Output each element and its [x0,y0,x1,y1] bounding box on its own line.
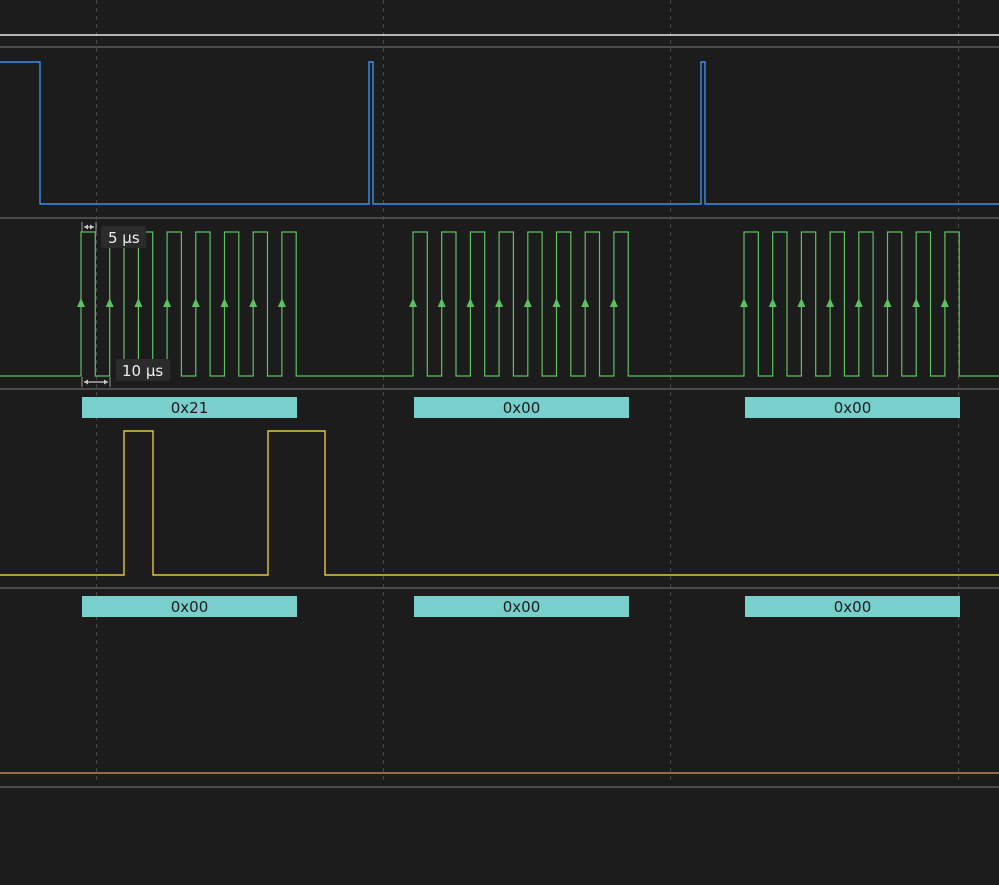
rising-edge-arrow-icon [495,298,504,307]
rising-edge-arrow-icon [249,298,258,307]
decoder-frame-box [82,397,297,418]
rising-edge-arrow-icon [609,298,618,307]
rising-edge-arrow-icon [466,298,475,307]
decoder-frame-label: 0x00 [834,399,872,417]
measure-label-box [116,359,170,381]
rising-edge-arrow-icon [437,298,446,307]
decoder-frame-box [414,596,629,617]
clock-edge-markers [77,298,949,307]
rising-edge-arrow-icon [581,298,590,307]
decoder-frame-label: 0x00 [834,598,872,616]
rising-edge-arrow-icon [105,298,114,307]
pulse-width-label: 5 µs [108,229,140,247]
period-measurement[interactable]: 10 µs [81,359,170,387]
decoder-frame[interactable]: 0x00 [82,596,297,617]
decoder-row-2: 0x00 0x00 0x00 [82,596,960,617]
decoder-frame-label: 0x00 [171,598,209,616]
time-grid [96,0,959,780]
decoder-frame-box [82,596,297,617]
period-label: 10 µs [122,362,163,380]
rising-edge-arrow-icon [134,298,143,307]
rising-edge-arrow-icon [220,298,229,307]
rising-edge-arrow-icon [768,298,777,307]
channel-2-clock-trace[interactable] [0,231,999,377]
decoder-frame[interactable]: 0x00 [414,397,629,418]
decoder-frame[interactable]: 0x00 [414,596,629,617]
rising-edge-arrow-icon [940,298,949,307]
channel-1-trace[interactable] [0,61,999,205]
rising-edge-arrow-icon [797,298,806,307]
rising-edge-arrow-icon [191,298,200,307]
decoder-frame[interactable]: 0x00 [745,596,960,617]
channel-separators [0,46,999,788]
rising-edge-arrow-icon [552,298,561,307]
rising-edge-arrow-icon [883,298,892,307]
decoder-row-1: 0x21 0x00 0x00 [82,397,960,418]
decoder-frame-box [745,596,960,617]
rising-edge-arrow-icon [277,298,286,307]
rising-edge-arrow-icon [409,298,417,307]
measure-label-box [101,226,146,248]
decoder-frame-label: 0x00 [503,399,541,417]
rising-edge-arrow-icon [523,298,532,307]
rising-edge-arrow-icon [826,298,835,307]
rising-edge-arrow-icon [163,298,172,307]
decoder-frame[interactable]: 0x00 [745,397,960,418]
decoder-frame[interactable]: 0x21 [82,397,297,418]
rising-edge-arrow-icon [740,298,748,307]
decoder-frame-label: 0x00 [503,598,541,616]
channel-3-trace[interactable] [0,430,999,576]
decoder-frame-box [745,397,960,418]
rising-edge-arrow-icon [854,298,863,307]
pulse-width-measurement[interactable]: 5 µs [81,222,146,248]
double-arrow-icon [84,224,94,230]
rising-edge-arrow-icon [912,298,921,307]
decoder-frame-box [414,397,629,418]
rising-edge-arrow-icon [77,298,85,307]
decoder-frame-label: 0x21 [171,399,209,417]
